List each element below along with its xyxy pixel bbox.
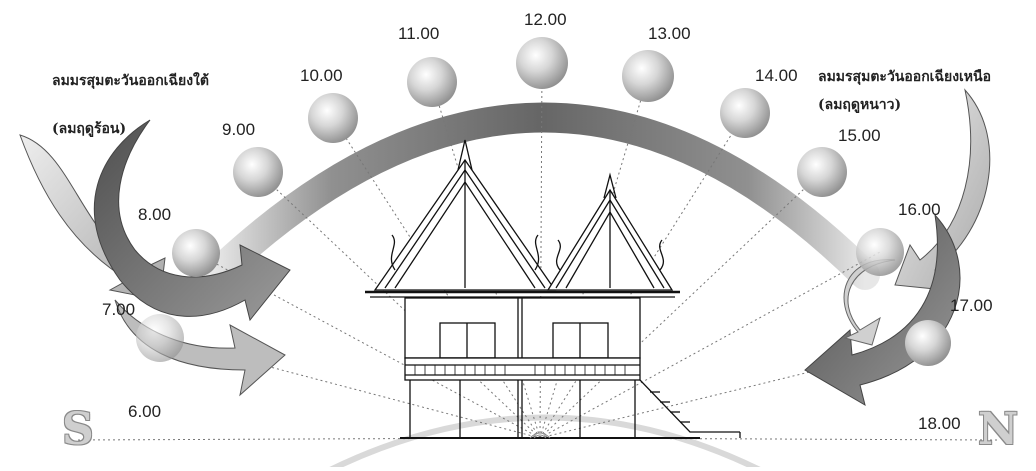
wind-right-line1: ลมมรสุมตะวันออกเฉียงเหนือ: [818, 69, 992, 85]
north-compass-letter: N: [978, 404, 1019, 455]
wind-left-line2: (ลมฤดูร้อน): [52, 121, 127, 137]
time-label-14: 14.00: [755, 66, 798, 85]
time-label-7: 7.00: [102, 300, 136, 319]
time-label-10: 10.00: [300, 66, 343, 85]
time-label-12: 12.00: [524, 10, 567, 29]
south-compass-letter: S: [62, 404, 94, 455]
sun-14: [720, 88, 770, 138]
sun-positions: [136, 37, 951, 366]
time-label-8: 8.00: [138, 205, 172, 224]
sun-13: [622, 50, 674, 102]
northeast-monsoon-arrows: [804, 88, 991, 407]
sun-12: [516, 37, 568, 89]
time-label-17: 17.00: [950, 296, 993, 315]
time-label-16: 16.00: [898, 200, 941, 219]
wind-right-line2: (ลมฤดูหนาว): [818, 97, 902, 113]
time-label-13: 13.00: [648, 24, 691, 43]
ground-arc: [328, 414, 762, 471]
sun-9: [233, 147, 283, 197]
sun-8: [172, 229, 220, 277]
sun-15: [797, 147, 847, 197]
sun-11: [407, 57, 457, 107]
thai-house: [365, 139, 741, 439]
time-label-6: 6.00: [128, 402, 162, 421]
time-label-9: 9.00: [222, 120, 256, 139]
time-label-18: 18.00: [918, 414, 961, 433]
sun-17: [905, 320, 951, 366]
time-label-15: 15.00: [838, 126, 881, 145]
time-label-11: 11.00: [398, 24, 440, 43]
wind-left-line1: ลมมรสุมตะวันออกเฉียงใต้: [52, 73, 209, 89]
sun-path-arc: [200, 102, 880, 290]
sun-10: [308, 93, 358, 143]
sun-7: [136, 314, 184, 362]
sun-16: [856, 228, 904, 276]
origin-point: [529, 432, 551, 439]
